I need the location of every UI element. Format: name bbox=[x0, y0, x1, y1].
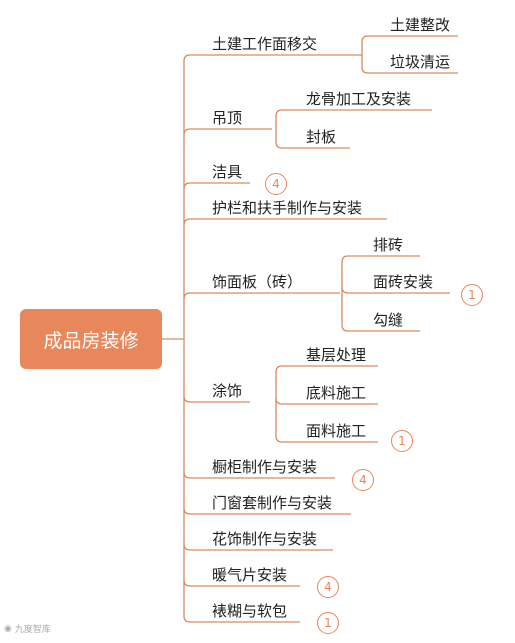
watermark: ◉ 九度智库 bbox=[4, 622, 51, 636]
child-garbage-removal[interactable]: 垃圾清运 bbox=[390, 53, 451, 71]
root-label: 成品房装修 bbox=[43, 329, 139, 352]
branch-sanitary-ware[interactable]: 洁具 bbox=[212, 163, 243, 181]
branch-underline-10 bbox=[183, 615, 300, 623]
branch-underline-9 bbox=[183, 579, 300, 587]
branch-civil-handover[interactable]: 土建工作面移交 bbox=[212, 35, 318, 53]
badge-topcoat-count[interactable]: 1 bbox=[391, 430, 413, 452]
badge-tile-install-count[interactable]: 1 bbox=[461, 284, 483, 306]
child-base-treatment[interactable]: 基层处理 bbox=[306, 346, 367, 364]
branch-underline-0 bbox=[183, 54, 362, 62]
branch-door-window-casing[interactable]: 门窗套制作与安装 bbox=[212, 494, 333, 512]
child-tile-installation[interactable]: 面砖安装 bbox=[373, 273, 434, 291]
badge-radiator-count[interactable]: 4 bbox=[317, 576, 339, 598]
child-topcoat-application[interactable]: 面料施工 bbox=[306, 422, 367, 440]
branch-wallpaper[interactable]: 裱糊与软包 bbox=[212, 602, 288, 620]
coating-child-0 bbox=[275, 365, 378, 373]
badge-sanitary-count[interactable]: 4 bbox=[265, 173, 287, 195]
branch-ceiling[interactable]: 吊顶 bbox=[212, 109, 243, 127]
child-civil-rectification[interactable]: 土建整改 bbox=[390, 16, 451, 34]
ceiling-child-1 bbox=[275, 141, 350, 149]
child-keel-installation[interactable]: 龙骨加工及安装 bbox=[306, 90, 412, 108]
branch-underline-6 bbox=[183, 471, 335, 479]
coating-child-1 bbox=[275, 397, 378, 405]
branch-underline-5 bbox=[183, 395, 250, 403]
branch-underline-4 bbox=[183, 292, 340, 300]
branch-underline-1 bbox=[183, 128, 272, 136]
branch-cabinet[interactable]: 橱柜制作与安装 bbox=[212, 458, 318, 476]
watermark-label: 九度智库 bbox=[14, 625, 51, 635]
badge-wallpaper-count[interactable]: 1 bbox=[317, 612, 339, 634]
branch-decoration[interactable]: 花饰制作与安装 bbox=[212, 530, 318, 548]
coating-child-2 bbox=[275, 435, 378, 443]
child-grouting[interactable]: 勾缝 bbox=[373, 311, 404, 329]
weibo-icon: ◉ bbox=[4, 623, 12, 634]
branch-underline-7 bbox=[183, 507, 351, 515]
badge-cabinet-count[interactable]: 4 bbox=[352, 469, 374, 491]
tile-child-1 bbox=[341, 286, 450, 294]
child-sealing-board[interactable]: 封板 bbox=[306, 128, 337, 146]
branch-underline-8 bbox=[183, 543, 333, 551]
branch-coating[interactable]: 涂饰 bbox=[212, 382, 243, 400]
civil-child-0 bbox=[361, 35, 458, 43]
child-primer-application[interactable]: 底料施工 bbox=[306, 384, 367, 402]
branch-underline-3 bbox=[183, 218, 387, 226]
branch-radiator[interactable]: 暖气片安装 bbox=[212, 566, 288, 584]
branch-railing[interactable]: 护栏和扶手制作与安装 bbox=[212, 199, 363, 217]
child-tile-layout[interactable]: 排砖 bbox=[373, 236, 404, 254]
branch-underline-2 bbox=[183, 182, 250, 190]
branch-facing-tile[interactable]: 饰面板（砖） bbox=[212, 273, 303, 291]
root-node[interactable]: 成品房装修 bbox=[20, 309, 162, 369]
tile-child-0 bbox=[341, 255, 420, 263]
ceiling-child-0 bbox=[275, 109, 432, 117]
tile-child-2 bbox=[341, 324, 420, 332]
civil-child-1 bbox=[361, 66, 458, 74]
